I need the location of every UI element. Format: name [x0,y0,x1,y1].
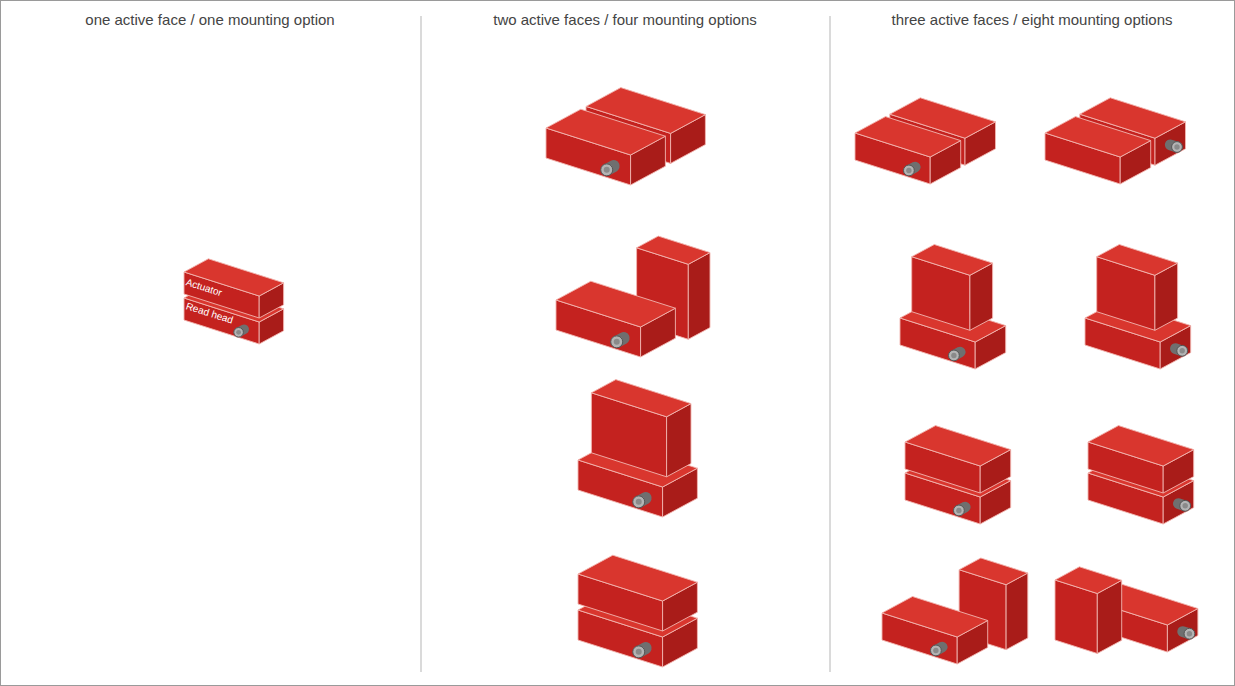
connector-face [930,645,941,656]
box-top-face [1088,426,1194,466]
connector-face [903,165,914,176]
connector-pin [604,167,610,173]
connector-pin [1182,503,1187,508]
connector-face [611,336,623,348]
box-top-face [882,597,988,638]
connector-pin [956,508,961,513]
box-top-face [855,117,961,157]
column-divider [421,16,422,672]
box-top-face [637,236,710,264]
connector-pin [636,499,642,505]
connector-pin [636,649,642,655]
connector-face [953,505,964,516]
connector-face [601,164,613,176]
column-divider [830,16,831,672]
connector-pin [1187,631,1192,636]
connector-pin [933,648,938,653]
column-heading: one active face / one mounting option [85,11,334,28]
connector-pin [1174,144,1179,149]
connector-face [1184,628,1195,639]
box-top-face [546,109,665,155]
box-top-face [912,245,993,276]
connector-face [1177,345,1188,356]
column-heading: two active faces / four mounting options [493,11,756,28]
box-top-face [1045,117,1151,157]
connector-face [633,646,645,658]
box-top-face [1055,567,1122,594]
box-top-face [578,555,697,601]
box-top-face [959,558,1028,585]
connector-face [633,496,645,508]
connector-pin [906,168,911,173]
connector-face [948,350,959,361]
connector-pin [951,353,956,358]
connector-face [1180,500,1191,511]
box-end-face [688,253,710,340]
connector-face [1172,142,1183,153]
connector-face [234,328,244,338]
box-top-face [905,426,1011,466]
box-top-face [1097,245,1178,276]
box-end-face [1006,573,1028,650]
connector-pin [236,330,241,335]
box-top-face [556,281,675,327]
connector-pin [614,339,620,345]
connector-pin [1179,348,1184,353]
box-top-face [591,380,691,417]
column-heading: three active faces / eight mounting opti… [891,11,1172,28]
